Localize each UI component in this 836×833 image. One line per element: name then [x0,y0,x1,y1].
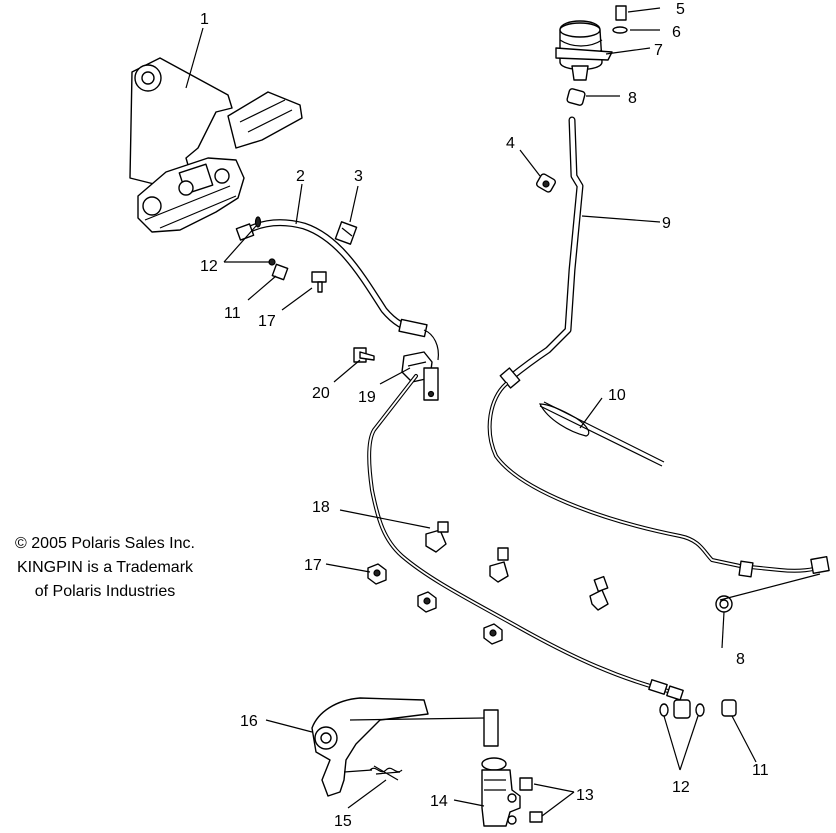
callout-9: 9 [662,215,671,232]
callout-1: 1 [200,11,209,28]
line-fitting [334,221,358,245]
brake-pedal [311,697,429,797]
nut-c [483,623,503,645]
cable-tie [539,401,665,467]
callout-16: 16 [240,713,258,730]
callout-5: 5 [676,1,685,18]
callout-2: 2 [296,168,305,185]
brake-caliper-assembly [129,57,303,233]
caliper-brake-line [235,219,439,361]
callout-20: 20 [312,385,330,402]
return-hose [487,382,830,578]
callout-10: 10 [608,387,626,404]
junction-fitting [401,351,439,401]
callout-3: 3 [354,168,363,185]
line-clip-18 [425,521,449,553]
callout-13: 13 [576,787,594,804]
callout-12-upper: 12 [200,258,218,275]
callout-8-lower: 8 [736,651,745,668]
callout-7: 7 [654,42,663,59]
callout-8-upper: 8 [628,90,637,107]
bolt-20 [353,347,375,363]
callout-11-upper: 11 [224,305,241,322]
callout-15: 15 [334,813,352,830]
callout-17-lower: 17 [304,557,322,574]
crush-washers [659,699,705,719]
nut-17-lower [367,563,387,585]
reservoir-hose [499,116,584,389]
callout-labels: 1 2 3 4 5 6 7 8 9 10 8 12 11 17 20 19 18… [200,1,769,830]
bolt-17-upper [311,271,327,293]
hose-clamp-upper [566,88,586,106]
copyright-line-2: KINGPIN is a Trademark [16,559,194,576]
rear-brake-line [367,374,684,701]
callout-17-upper: 17 [258,313,276,330]
banjo-bolt-lower [721,699,737,717]
line-clip-b [489,547,509,583]
return-spring [369,765,403,781]
callout-6: 6 [672,24,681,41]
leader-lines [185,7,821,817]
reservoir-washer [612,26,628,34]
copyright-line-1: © 2005 Polaris Sales Inc. [15,535,195,552]
copyright-line-3: of Polaris Industries [34,583,176,600]
callout-11-lower: 11 [752,762,769,779]
bolt-upper [271,263,289,281]
grommet-4 [535,173,557,193]
reservoir-cap-screw [615,5,627,21]
callout-12-lower: 12 [672,779,690,796]
callout-19: 19 [358,389,376,406]
master-cylinder-bolts [519,777,543,823]
line-clip-c [589,575,609,611]
master-cylinder [481,709,521,827]
callout-4: 4 [506,135,515,152]
nut-b [417,591,437,613]
copyright-notice: © 2005 Polaris Sales Inc. KINGPIN is a T… [0,532,210,604]
callout-14: 14 [430,793,448,810]
callout-18: 18 [312,499,330,516]
brake-fluid-reservoir [555,20,613,81]
